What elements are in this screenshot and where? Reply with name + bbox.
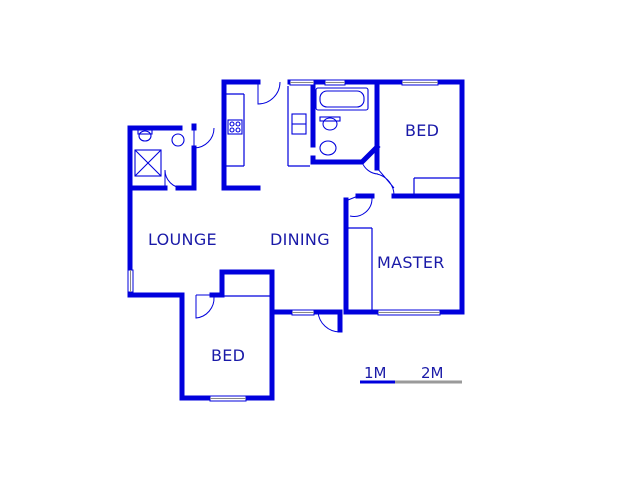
toilet-small: [138, 130, 152, 142]
bathtub: [315, 87, 369, 111]
wall-bed-top: [355, 79, 465, 315]
window-front: [291, 309, 315, 316]
scale-label-2m: 2M: [421, 364, 444, 382]
door-bed-top: [376, 167, 395, 197]
door-bath-left: [193, 127, 215, 149]
door-bath-small: [164, 169, 184, 189]
window-master: [377, 309, 441, 316]
window-top-1: [289, 79, 315, 86]
wall-master: [343, 197, 465, 315]
door-master: [347, 195, 373, 217]
thin-lines: [222, 86, 460, 310]
scale-label-1m: 1M: [364, 364, 387, 382]
window-bed-bottom: [209, 395, 247, 402]
wall-front: [179, 269, 343, 401]
windows: [127, 79, 441, 402]
shower: [134, 149, 162, 177]
fixtures: [134, 87, 369, 177]
window-bed-top: [401, 79, 439, 86]
doors: [164, 81, 395, 333]
stove: [227, 119, 243, 135]
room-labels: BED LOUNGE DINING MASTER BED: [148, 121, 445, 365]
room-label-bed-top: BED: [405, 121, 439, 140]
wall-kitchen-left: [221, 79, 261, 191]
room-label-dining: DINING: [270, 230, 330, 249]
room-label-bed-bottom: BED: [211, 346, 245, 365]
window-top-2: [324, 79, 346, 86]
window-lounge: [127, 269, 134, 293]
door-bed-bottom: [195, 294, 215, 319]
basin-main: [319, 140, 337, 156]
room-label-lounge: LOUNGE: [148, 230, 217, 249]
wall-lounge-left: [127, 185, 185, 298]
basin-small: [171, 133, 185, 147]
door-front: [317, 311, 341, 333]
door-bathroom: [361, 147, 379, 175]
scale-bar: 1M 2M: [360, 364, 462, 384]
toilet-main: [322, 117, 338, 131]
door-kitchen: [257, 81, 281, 105]
room-label-master: MASTER: [377, 253, 445, 272]
